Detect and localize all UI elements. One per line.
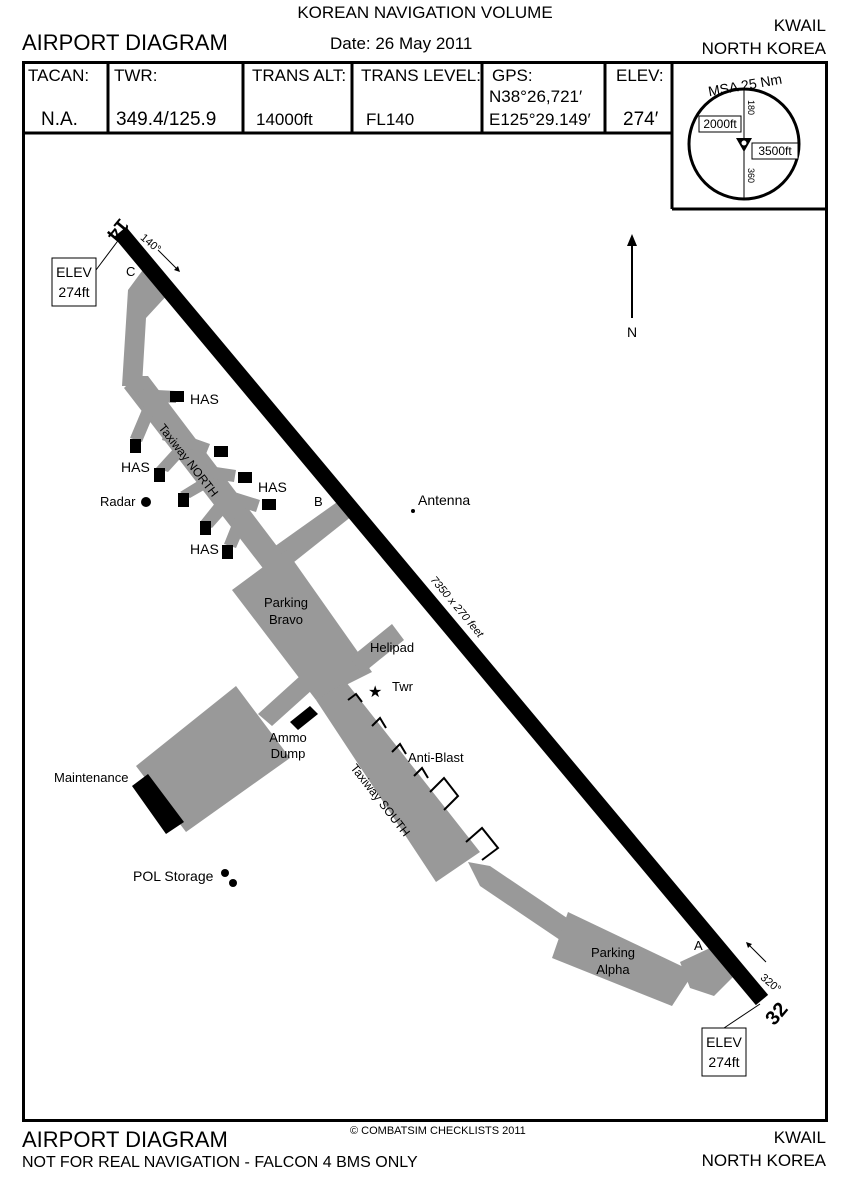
footer-disclaimer: NOT FOR REAL NAVIGATION - FALCON 4 BMS O… <box>22 1154 418 1171</box>
pol-tank-icon <box>229 879 237 887</box>
north-arrow-icon <box>627 234 637 318</box>
trans-alt-value: 14000ft <box>256 110 313 129</box>
maintenance-label: Maintenance <box>54 770 128 785</box>
radar-label: Radar <box>100 494 136 509</box>
has-shelter-icon <box>222 545 233 559</box>
page-title: AIRPORT DIAGRAM <box>22 30 228 55</box>
twr-value: 349.4/125.9 <box>116 109 217 130</box>
pol-storage-label: POL Storage <box>133 868 214 884</box>
has-shelter-icon <box>262 499 276 510</box>
parking-alpha-label-2: Alpha <box>596 962 630 977</box>
airport-name: KWAIL <box>773 16 826 35</box>
radar-icon <box>141 497 151 507</box>
has-branch-4 <box>156 446 188 472</box>
maintenance-building <box>132 774 184 834</box>
has-shelter-icon <box>130 439 141 453</box>
elev-nw-value: 274ft <box>58 284 89 300</box>
msa-bearing-bottom: 360 <box>746 168 756 183</box>
has-label-1: HAS <box>190 391 219 407</box>
has-branch-6 <box>180 476 218 498</box>
anti-blast-label: Anti-Blast <box>408 750 464 765</box>
footer-airport: KWAIL <box>773 1128 826 1147</box>
tacan-label: TACAN: <box>28 66 90 85</box>
taxiway-c-label: C <box>126 264 135 279</box>
ammo-dump-label-2: Dump <box>271 746 306 761</box>
taxiway-a-label: A <box>694 938 703 953</box>
taxiway-c <box>122 263 170 386</box>
runway <box>113 226 769 1006</box>
footer-country: NORTH KOREA <box>701 1151 826 1170</box>
elev-nw-label: ELEV <box>56 264 92 280</box>
has-branch-7 <box>224 490 260 512</box>
chart-date: Date: 26 May 2011 <box>330 34 473 53</box>
footer-copyright: © COMBATSIM CHECKLISTS 2011 <box>350 1125 526 1137</box>
parking-bravo-label-2: Bravo <box>269 612 303 627</box>
taxiway-south <box>316 682 480 882</box>
gps-label: GPS: <box>492 66 533 85</box>
volume-title: KOREAN NAVIGATION VOLUME <box>297 3 553 22</box>
elevation-value: 274′ <box>623 109 659 130</box>
runway-end-32: 32 <box>761 998 792 1029</box>
parking-bravo <box>232 550 372 700</box>
has-label-2: HAS <box>121 459 150 475</box>
has-shelter-icon <box>178 493 189 507</box>
north-label: N <box>627 324 637 340</box>
trans-level-value: FL140 <box>366 110 415 129</box>
has-shelter-icon <box>170 391 184 402</box>
msa-bearing-top: 180 <box>746 100 756 115</box>
ammo-dump-icon <box>290 706 318 730</box>
parking-alpha-label-1: Parking <box>591 945 635 960</box>
ammo-dump-label-1: Ammo <box>269 730 307 745</box>
has-branch-9 <box>224 514 248 548</box>
elev-se-value: 274ft <box>708 1054 739 1070</box>
elev-se-label: ELEV <box>706 1034 742 1050</box>
footer-title: AIRPORT DIAGRAM <box>22 1127 228 1152</box>
trans-alt-label: TRANS ALT: <box>252 66 347 85</box>
taxiway-b-label: B <box>314 494 323 509</box>
has-branch-3 <box>162 428 210 454</box>
gps-longitude: E125°29.149′ <box>489 110 591 129</box>
has-shelters <box>130 391 276 559</box>
gps-latitude: N38°26,721′ <box>489 87 583 106</box>
pavement <box>122 263 740 1006</box>
tower-label: Twr <box>392 679 414 694</box>
has-branch-2 <box>130 400 158 442</box>
has-shelter-icon <box>238 472 252 483</box>
diagram-frame <box>22 61 828 1122</box>
has-shelter-icon <box>214 446 228 457</box>
maintenance-link <box>258 676 312 726</box>
has-label-3: HAS <box>258 479 287 495</box>
parking-bravo-label-1: Parking <box>264 595 308 610</box>
helipad-label: Helipad <box>370 640 414 655</box>
anti-blast-shelters <box>347 692 500 861</box>
pol-tank-icon <box>221 869 229 877</box>
twr-label: TWR: <box>114 66 158 85</box>
msa-sector-a: 2000ft <box>703 117 737 131</box>
maintenance-apron <box>136 686 290 832</box>
parking-alpha <box>552 912 694 1006</box>
trans-level-label: TRANS LEVEL: <box>361 66 481 85</box>
msa-sector-b: 3500ft <box>758 144 792 158</box>
tacan-value: N.A. <box>41 109 78 130</box>
has-shelter-icon <box>154 468 165 482</box>
tower-star-icon: ★ <box>368 684 382 701</box>
antenna-label: Antenna <box>418 492 470 508</box>
helipad-pad <box>350 624 404 674</box>
elevation-label: ELEV: <box>616 66 664 85</box>
has-shelter-icon <box>200 521 211 535</box>
msa-diagram: MSA 25 Nm 180 360 2000ft 3500ft <box>687 71 801 201</box>
has-label-4: HAS <box>190 541 219 557</box>
airport-country: NORTH KOREA <box>701 39 826 58</box>
antenna-icon <box>411 509 415 513</box>
taxiway-alpha-link <box>468 862 570 940</box>
has-branch-1 <box>138 389 176 403</box>
